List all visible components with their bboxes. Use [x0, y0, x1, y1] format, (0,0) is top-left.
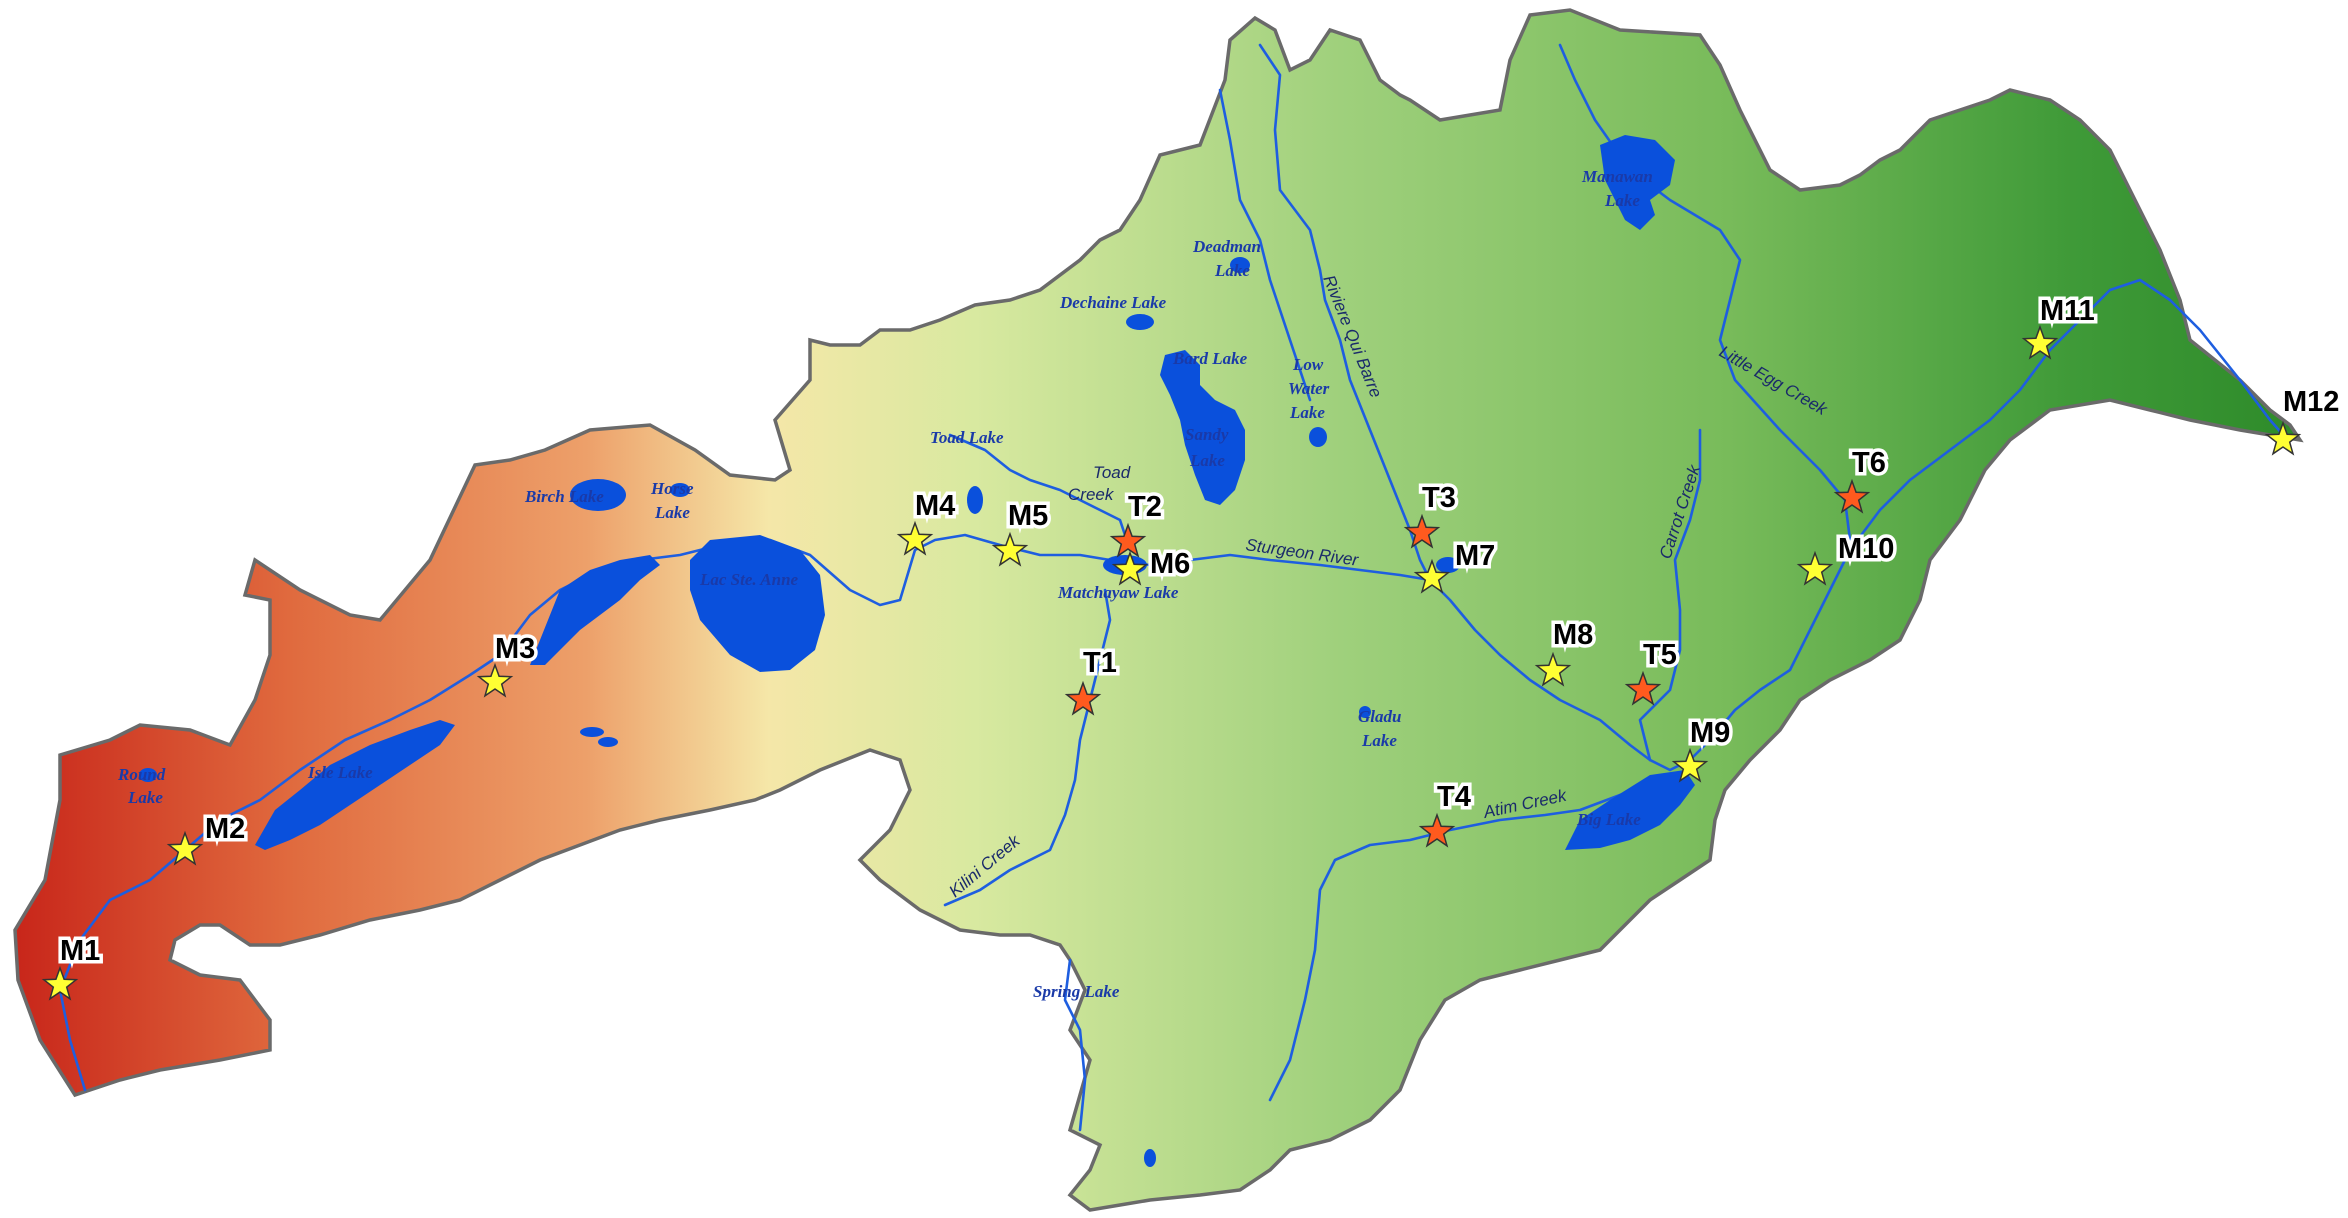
- birch-lake-label: Birch Lake: [524, 487, 604, 506]
- lac-ste-anne-label: Lac Ste. Anne: [699, 570, 799, 589]
- horse-lake-shape: [670, 483, 690, 497]
- horse-lake-label-2: Lake: [654, 503, 690, 522]
- deadman-lake-label-1: Deadman: [1192, 237, 1261, 256]
- low-water-lake-label-2: Water: [1288, 379, 1330, 398]
- low-water-lake-label-1: Low: [1292, 355, 1324, 374]
- site-label-t3: T3: [1422, 482, 1456, 514]
- qui-barre-line: [1258, 43, 1432, 582]
- site-star-t6: [1833, 478, 1871, 514]
- site-label-m3: M3: [495, 633, 535, 665]
- sturgeon-river-line: [58, 278, 2287, 1092]
- small-lake-shape: [580, 727, 604, 737]
- site-label-t6: T6: [1852, 447, 1886, 479]
- minor-creek-line: [1218, 88, 1312, 402]
- site-label-m8: M8: [1553, 619, 1593, 651]
- river-network: [58, 43, 2287, 1132]
- dechaine-lake-shape: [1126, 314, 1154, 330]
- round-lake-label-2: Lake: [127, 788, 163, 807]
- gladu-lake-shape: [1359, 706, 1371, 718]
- toad-creek-line: [948, 433, 1132, 552]
- low-water-lake-shape: [1309, 427, 1327, 447]
- sandy-lake-label-2: Lake: [1189, 451, 1225, 470]
- gladu-lake-label-1: Gladu: [1358, 707, 1401, 726]
- low-water-lake-label-3: Lake: [1289, 403, 1325, 422]
- gladu-lake-label-2: Lake: [1361, 731, 1397, 750]
- site-star-m11: [2021, 324, 2059, 360]
- small-lake-shape: [1144, 1149, 1156, 1167]
- site-label-t1: T1: [1083, 647, 1117, 679]
- atim-creek-line: [1268, 778, 1662, 1102]
- site-star-m10: [1796, 550, 1834, 586]
- site-star-t1: [1064, 680, 1102, 716]
- site-label-m4: M4: [915, 490, 955, 522]
- isle-lake-shape: [255, 720, 455, 850]
- site-label-t4: T4: [1437, 781, 1471, 813]
- bard-sandy-lake-shape: [1160, 350, 1245, 505]
- kilini-creek-line: [943, 588, 1112, 907]
- site-label-t2: T2: [1128, 491, 1162, 523]
- upper-chain-shape: [530, 555, 660, 665]
- spring-lake-creek-line: [1063, 958, 1087, 1132]
- site-star-m12: [2264, 420, 2302, 456]
- toad-creek-label-1: Toad: [1093, 463, 1131, 482]
- site-star-m7: [1413, 558, 1451, 594]
- manawan-lake-shape: [1600, 135, 1675, 230]
- round-lake-label-1: Round: [117, 765, 166, 784]
- lakes: [139, 135, 1695, 1167]
- site-star-t4: [1418, 812, 1456, 848]
- spring-lake-label: Spring Lake: [1033, 982, 1120, 1001]
- site-label-m10: M10: [1838, 533, 1894, 565]
- sandy-lake-label-1: Sandy: [1185, 425, 1229, 444]
- site-star-m4: [896, 520, 934, 556]
- watershed-boundary: [13, 8, 2302, 1212]
- manawan-lake-label-2: Lake: [1604, 191, 1640, 210]
- site-star-m6: [1111, 550, 1149, 586]
- big-lake-label: Big Lake: [1576, 810, 1641, 829]
- small-lake-shape: [1436, 557, 1460, 573]
- site-star-t3: [1403, 513, 1441, 549]
- site-label-m1: M1: [60, 935, 100, 967]
- carrot-creek-line: [1638, 428, 1702, 762]
- site-star-t2: [1109, 522, 1147, 558]
- deadman-lake-label-2: Lake: [1214, 261, 1250, 280]
- site-star-m2: [166, 830, 204, 866]
- big-lake-shape: [1565, 770, 1695, 850]
- toad-lake-label: Toad Lake: [930, 428, 1004, 447]
- toad-creek-label-2: Creek: [1068, 485, 1115, 504]
- little-egg-creek-line: [1558, 43, 1852, 542]
- site-label-m9: M9: [1690, 717, 1730, 749]
- site-label-m12: M12: [2283, 386, 2339, 418]
- birch-lake-shape: [570, 479, 626, 511]
- site-label-t5: T5: [1643, 639, 1677, 671]
- lac-ste-anne-shape: [690, 535, 825, 672]
- site-label-m7: M7: [1455, 540, 1495, 572]
- round-lake-shape: [139, 768, 157, 782]
- matchayaw-lake-label: Matchayaw Lake: [1057, 583, 1179, 602]
- site-label-m2: M2: [205, 813, 245, 845]
- bard-lake-label: Bard Lake: [1172, 349, 1248, 368]
- site-star-m1: [41, 965, 79, 1001]
- deadman-lake-shape: [1230, 257, 1250, 273]
- small-lake-shape: [598, 737, 618, 747]
- site-star-m3: [476, 662, 514, 698]
- horse-lake-label-1: Horse: [650, 479, 694, 498]
- site-label-m11: M11: [2040, 295, 2095, 327]
- manawan-lake-label-1: Manawan: [1581, 167, 1653, 186]
- toad-lake-shape: [967, 486, 983, 514]
- site-star-m8: [1534, 651, 1572, 687]
- site-star-t5: [1624, 670, 1662, 706]
- site-star-m5: [991, 531, 1029, 567]
- site-label-m5: M5: [1008, 500, 1048, 532]
- site-label-m6: M6: [1150, 548, 1190, 580]
- site-star-m9: [1671, 747, 1709, 783]
- lake-labels: Birch Lake Horse Lake Lac Ste. Anne Roun…: [117, 167, 1653, 1001]
- dechaine-lake-label: Dechaine Lake: [1059, 293, 1167, 312]
- isle-lake-label: Isle Lake: [307, 763, 373, 782]
